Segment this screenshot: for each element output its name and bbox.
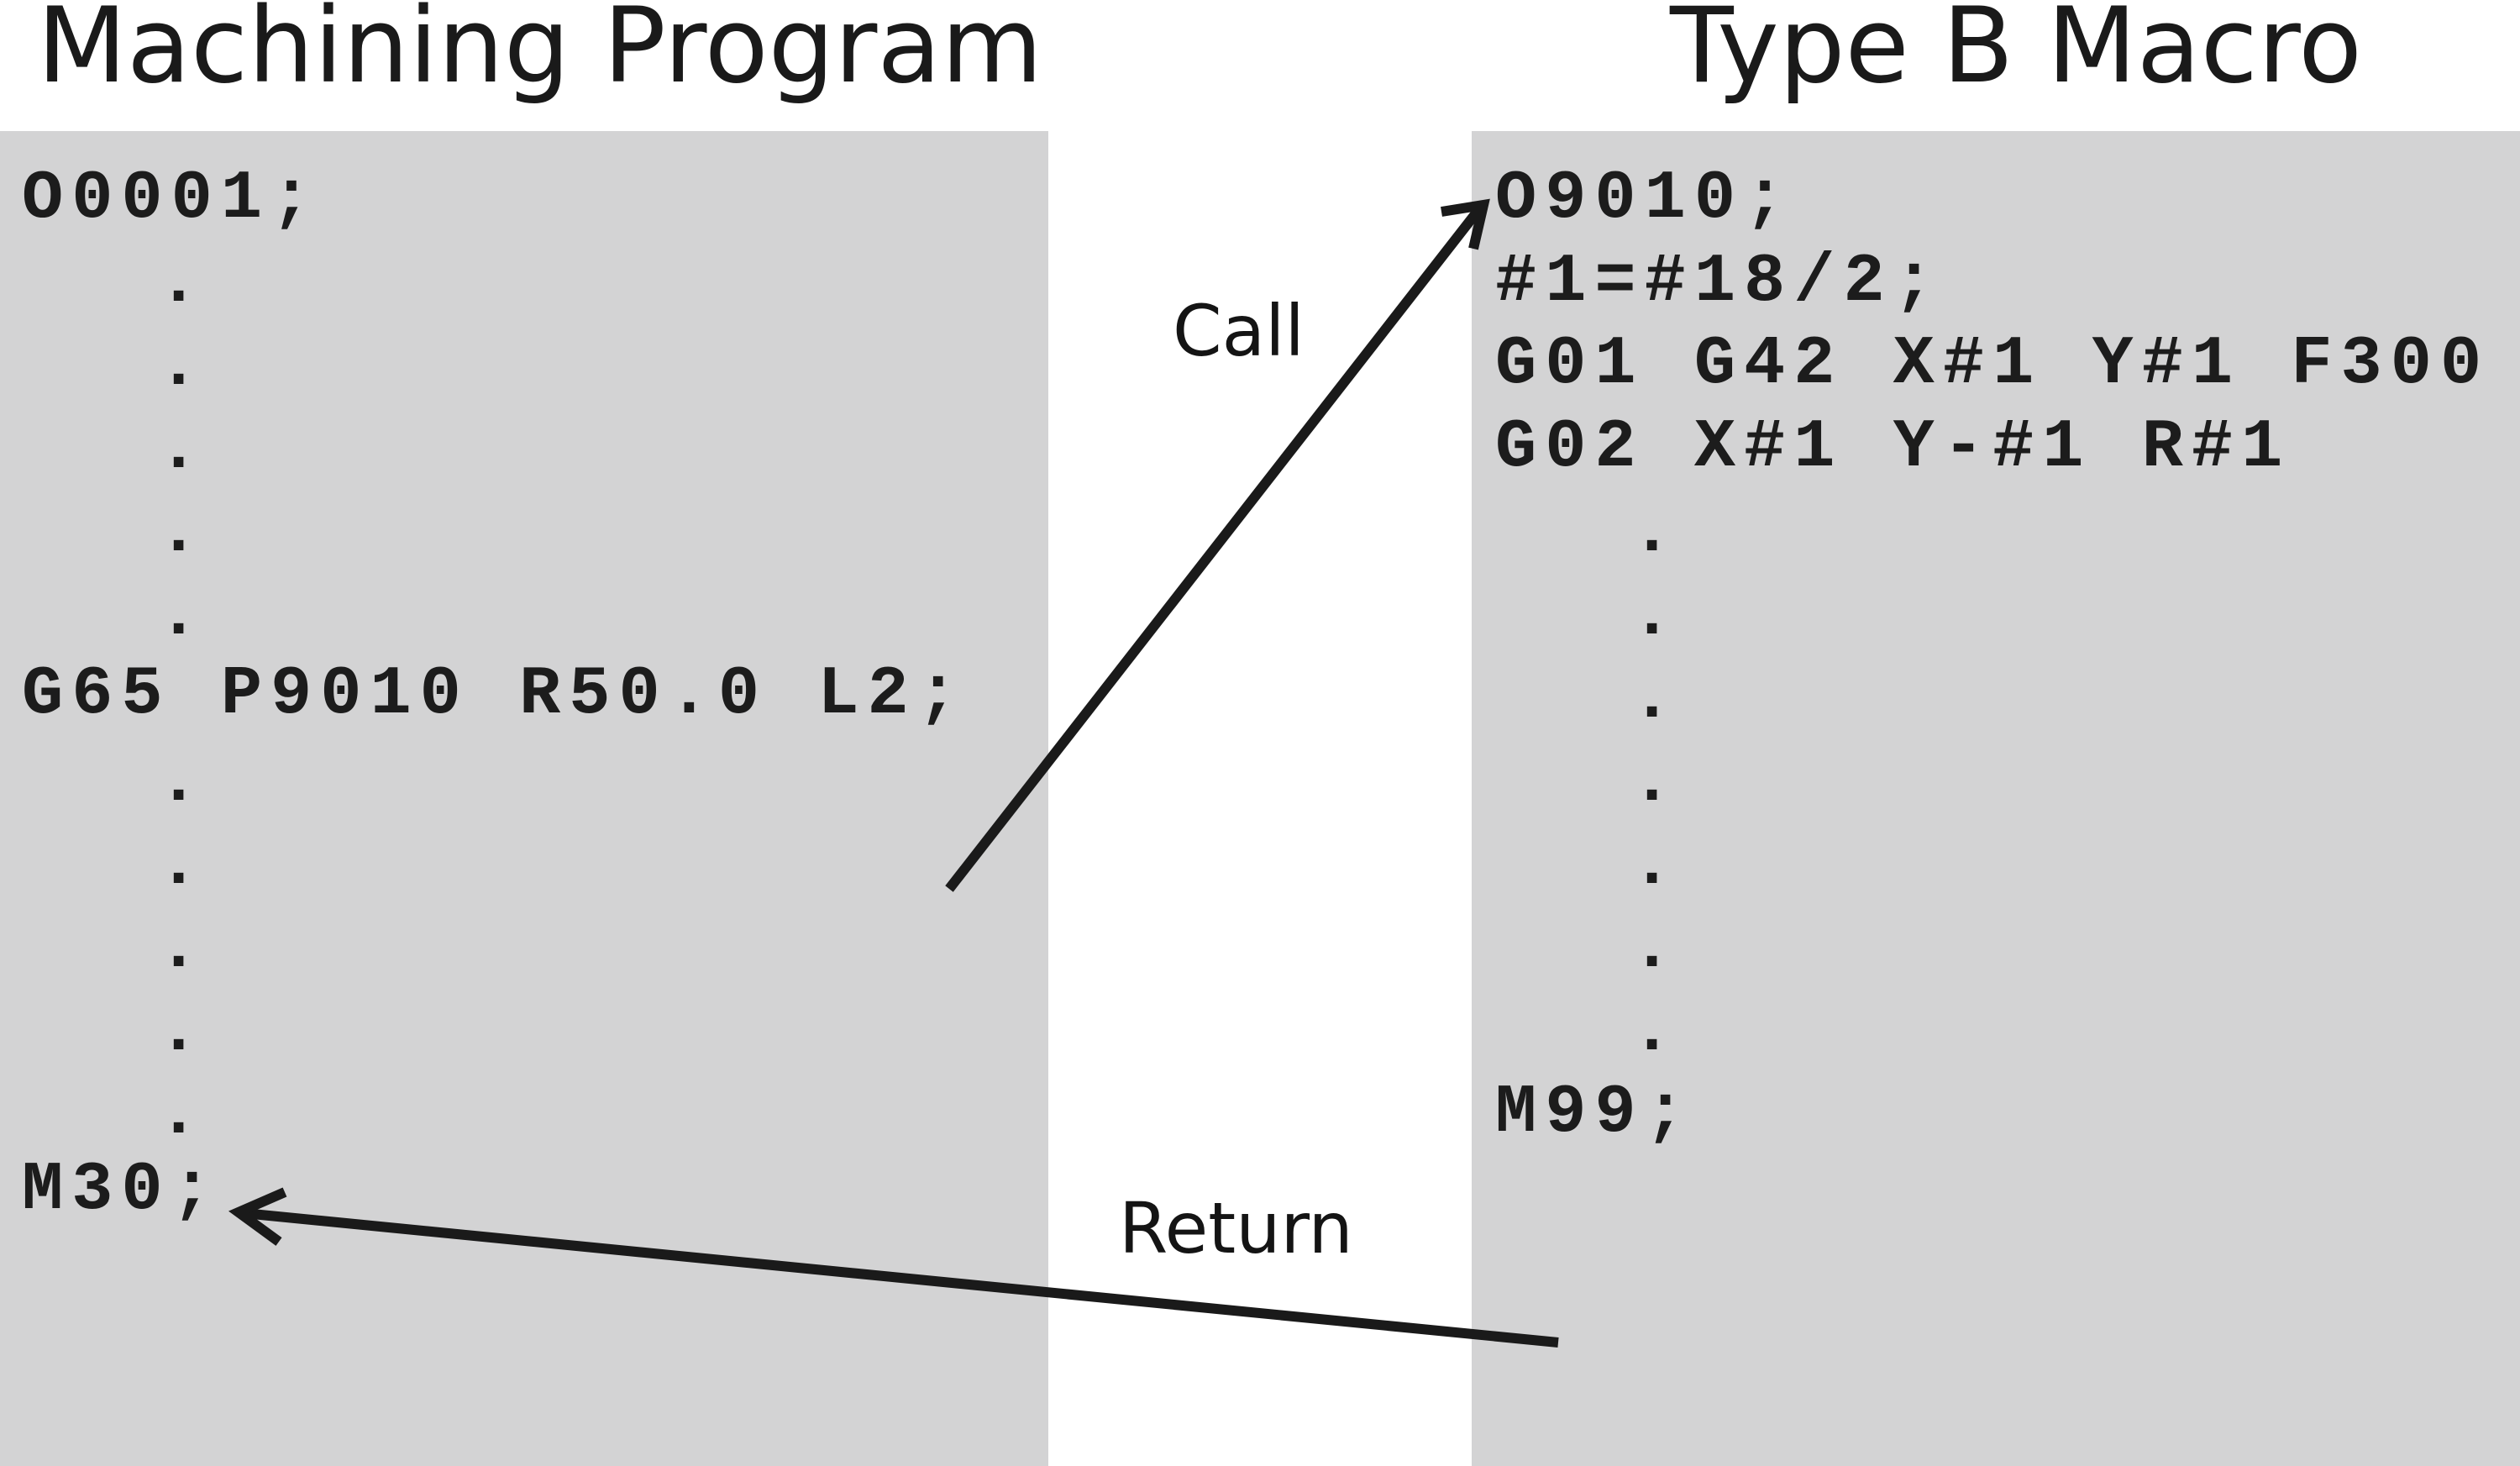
program-ellipsis-dot: . xyxy=(158,244,208,322)
program-line-m30: M30; xyxy=(22,1151,221,1229)
macro-line-g02: G02 X#1 Y-#1 R#1 xyxy=(1495,408,2292,486)
program-ellipsis-dot: . xyxy=(158,1075,208,1153)
macro-line-m99: M99; xyxy=(1495,1074,1694,1152)
call-label: Call xyxy=(1173,290,1305,372)
macro-line-g01: G01 G42 X#1 Y#1 F300 xyxy=(1495,325,2491,403)
program-ellipsis-dot: . xyxy=(158,909,208,987)
machining-program-title: Machining Program xyxy=(37,0,1043,107)
type-b-macro-panel xyxy=(1472,131,2520,1466)
program-ellipsis-dot: . xyxy=(158,493,208,571)
program-ellipsis-dot: . xyxy=(158,410,208,488)
macro-ellipsis-dot: . xyxy=(1631,826,1682,904)
program-ellipsis-dot: . xyxy=(158,576,208,654)
macro-ellipsis-dot: . xyxy=(1631,659,1682,738)
macro-ellipsis-dot: . xyxy=(1631,743,1682,821)
program-line-o0001: O0001; xyxy=(22,160,321,238)
program-ellipsis-dot: . xyxy=(158,992,208,1070)
macro-ellipsis-dot: . xyxy=(1631,992,1682,1070)
program-ellipsis-dot: . xyxy=(158,743,208,821)
program-ellipsis-dot: . xyxy=(158,826,208,904)
macro-line-o9010: O9010; xyxy=(1495,160,1794,238)
macro-line-assign: #1=#18/2; xyxy=(1495,243,1943,321)
macro-ellipsis-dot: . xyxy=(1631,576,1682,654)
type-b-macro-title: Type B Macro xyxy=(1670,0,2362,107)
macro-ellipsis-dot: . xyxy=(1631,909,1682,987)
program-line-g65-call: G65 P9010 R50.0 L2; xyxy=(22,655,967,733)
macro-ellipsis-dot: . xyxy=(1631,493,1682,571)
call-arrow xyxy=(945,198,1490,892)
program-ellipsis-dot: . xyxy=(158,327,208,405)
return-arrow xyxy=(228,1187,1559,1348)
return-label: Return xyxy=(1119,1187,1353,1269)
